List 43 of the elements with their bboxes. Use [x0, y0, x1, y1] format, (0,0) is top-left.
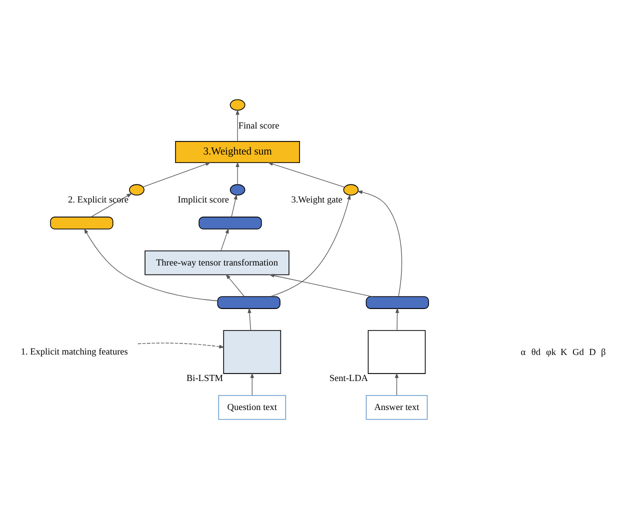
- arrow: [236, 109, 240, 142]
- node-label: Sent-LDA: [329, 374, 368, 384]
- node-box: Answer text: [366, 395, 428, 420]
- node-label: 3.Weight gate: [291, 196, 342, 206]
- label: φk: [546, 348, 556, 358]
- node-box: Three-way tensor transformation: [144, 250, 290, 276]
- arrow: [248, 308, 252, 331]
- node-circle: [129, 184, 144, 196]
- node-circle: [343, 184, 359, 196]
- arrow: [137, 342, 225, 348]
- node-circle: [230, 184, 246, 196]
- arrow: [250, 372, 254, 396]
- label: θd: [531, 348, 540, 358]
- arrow: [270, 194, 351, 297]
- node-bar: [366, 296, 429, 309]
- node-bar: [198, 216, 262, 230]
- node-box: [368, 330, 426, 374]
- node-label: Implicit score: [178, 196, 229, 206]
- arrow: [142, 162, 211, 188]
- node-bar: [50, 216, 114, 230]
- label: D: [589, 348, 596, 358]
- node-circle: [230, 99, 246, 111]
- label: β: [601, 348, 606, 358]
- edge-label: Final score: [238, 121, 280, 132]
- arrow: [220, 228, 229, 252]
- node-box: 3.Weighted sum: [175, 141, 300, 164]
- arrow: [231, 194, 238, 218]
- node-box: [223, 330, 282, 374]
- label: α: [520, 348, 526, 358]
- arrow: [394, 372, 399, 396]
- arrow: [268, 274, 373, 297]
- arrow: [84, 228, 218, 302]
- arrow: [395, 308, 400, 331]
- label: K: [560, 348, 568, 358]
- arrow: [357, 190, 402, 297]
- arrow: [226, 274, 245, 297]
- arrow: [268, 162, 345, 188]
- node-label: Bi-LSTM: [186, 374, 224, 384]
- node-text: 1. Explicit matching features: [20, 347, 128, 358]
- node-box: Question text: [218, 395, 286, 420]
- label: Gd: [572, 348, 584, 358]
- arrow: [236, 162, 240, 185]
- node-bar: [217, 296, 280, 309]
